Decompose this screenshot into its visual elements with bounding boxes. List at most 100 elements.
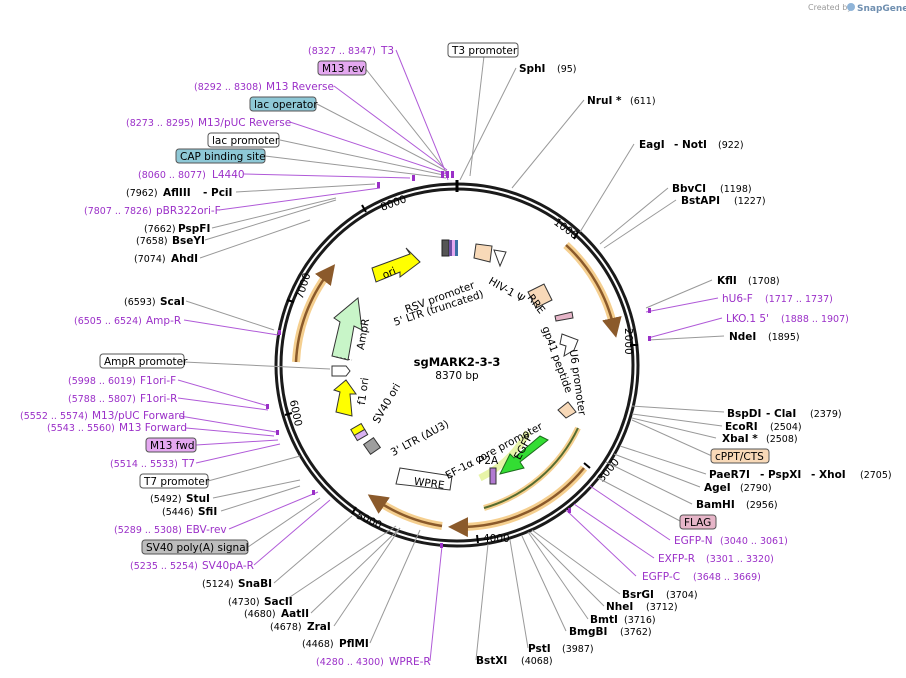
label-sfii-name[interactable]: SfiI bbox=[198, 506, 217, 518]
label-f1orir-name[interactable]: F1ori-R bbox=[140, 393, 177, 405]
label-xhoi-dash: - bbox=[811, 469, 815, 481]
label-flag-box[interactable] bbox=[679, 514, 717, 530]
label-sphi-name[interactable]: SphI bbox=[519, 63, 545, 75]
label-xbai-name[interactable]: XbaI * bbox=[722, 433, 758, 445]
label-bspdi-name[interactable]: BspDI bbox=[727, 408, 761, 420]
label-t3prom-box[interactable] bbox=[447, 42, 519, 58]
label-ampr-prom-box[interactable] bbox=[99, 353, 185, 369]
label-pbr322-pos: (7807 .. 7826) bbox=[84, 206, 152, 217]
label-lacop-box[interactable] bbox=[249, 96, 317, 112]
label-bmgbi-name[interactable]: BmgBI bbox=[569, 626, 607, 638]
label-bamhi-name[interactable]: BamHI bbox=[696, 499, 735, 511]
label-ampr-primer-name[interactable]: Amp-R bbox=[146, 315, 181, 327]
label-hu6f-name[interactable]: hU6-F bbox=[722, 293, 753, 305]
plasmid-length: 8370 bp bbox=[435, 370, 479, 382]
label-clai-name[interactable]: ClaI bbox=[774, 408, 796, 420]
label-pspfi-pos: (7662) bbox=[144, 224, 176, 235]
label-sacii-name[interactable]: SacII bbox=[264, 596, 293, 608]
label-f1orif-name[interactable]: F1ori-F bbox=[140, 375, 176, 387]
label-egfpc-pos: (3648 .. 3669) bbox=[693, 572, 761, 583]
feature-rre: RRE bbox=[525, 283, 553, 316]
label-exfpr-name[interactable]: EXFP-R bbox=[658, 553, 695, 565]
label-lacprom-box[interactable] bbox=[207, 132, 280, 148]
right-labels: T3 promoter SphI (95) NruI * (611) EagI … bbox=[447, 42, 892, 667]
label-scai-name[interactable]: ScaI bbox=[160, 296, 185, 308]
label-bseyi-name[interactable]: BseYI bbox=[172, 235, 205, 247]
label-pbr322-name[interactable]: pBR322ori-F bbox=[156, 205, 221, 217]
tick-label-5000: 5000 bbox=[354, 510, 383, 532]
label-m13forward-name[interactable]: M13 Forward bbox=[119, 422, 187, 434]
label-kfli-pos: (1708) bbox=[748, 276, 780, 287]
label-ecori-name[interactable]: EcoRI bbox=[725, 421, 758, 433]
label-xhoi-name[interactable]: XhoI bbox=[819, 469, 846, 481]
label-ndei-name[interactable]: NdeI bbox=[729, 331, 756, 343]
label-sv40pa-box[interactable] bbox=[141, 539, 249, 555]
label-pcii-name[interactable]: PciI bbox=[211, 187, 232, 199]
label-cppt-box[interactable] bbox=[710, 448, 770, 464]
label-bstapi-name[interactable]: BstAPI bbox=[681, 195, 720, 207]
label-wprer-name[interactable]: WPRE-R bbox=[389, 656, 431, 668]
label-bstxi-name[interactable]: BstXI bbox=[476, 655, 507, 667]
snapgene-logo: SnapGene bbox=[847, 3, 906, 14]
label-m13pucfwd-name[interactable]: M13/pUC Forward bbox=[92, 410, 185, 422]
label-egfpc-name[interactable]: EGFP-C bbox=[642, 571, 680, 583]
label-t7prom-box[interactable] bbox=[139, 473, 209, 489]
feature-sv40-ori-label: SV40 ori bbox=[371, 381, 404, 425]
label-stui-name[interactable]: StuI bbox=[186, 493, 210, 505]
label-bmti-name[interactable]: BmtI bbox=[590, 614, 618, 626]
feature-sv40-ori bbox=[350, 422, 382, 456]
label-sv40par-name[interactable]: SV40pA-R bbox=[202, 560, 254, 572]
label-nrui-name[interactable]: NruI * bbox=[587, 95, 622, 107]
label-pspfi-name[interactable]: PspFI bbox=[178, 223, 210, 235]
label-agei-name[interactable]: AgeI bbox=[704, 482, 731, 494]
feature-p2a: P2A bbox=[478, 455, 499, 485]
label-eagi-name[interactable]: EagI bbox=[639, 139, 665, 151]
label-stui-pos: (5492) bbox=[150, 494, 182, 505]
tick-marks bbox=[284, 204, 638, 544]
label-m13puc-name[interactable]: M13/pUC Reverse bbox=[198, 117, 291, 129]
label-t3-name[interactable]: T3 bbox=[380, 45, 394, 57]
label-m13reverse-name[interactable]: M13 Reverse bbox=[266, 81, 334, 93]
label-t7prom-name: T7 promoter bbox=[143, 476, 210, 488]
label-pflmi-name[interactable]: PflMI bbox=[339, 638, 369, 650]
label-noti-name[interactable]: NotI bbox=[682, 139, 707, 151]
label-afliii-name[interactable]: AflIII bbox=[163, 187, 191, 199]
label-paer7i-name[interactable]: PaeR7I bbox=[709, 469, 750, 481]
label-bbvci-name[interactable]: BbvCI bbox=[672, 183, 706, 195]
label-ahdi-pos: (7074) bbox=[134, 254, 166, 265]
label-scai-pos: (6593) bbox=[124, 297, 156, 308]
label-m13fwd-box[interactable] bbox=[145, 437, 197, 453]
tick-label-8000: 8000 bbox=[379, 193, 408, 213]
label-bmti-pos: (3716) bbox=[624, 615, 656, 626]
label-snabi-name[interactable]: SnaBI bbox=[238, 578, 272, 590]
label-zrai-name[interactable]: ZraI bbox=[307, 621, 331, 633]
label-nhei-name[interactable]: NheI bbox=[606, 601, 633, 613]
label-t7-name[interactable]: T7 bbox=[181, 458, 195, 470]
label-ebvrev-name[interactable]: EBV-rev bbox=[186, 524, 227, 536]
feature-p2a-label: P2A bbox=[478, 455, 499, 467]
label-aatii-name[interactable]: AatII bbox=[281, 608, 309, 620]
label-bmgbi-pos: (3762) bbox=[620, 627, 652, 638]
label-egfpn-name[interactable]: EGFP-N bbox=[674, 535, 713, 547]
feature-hiv-label: HIV-1 Ψ bbox=[486, 275, 526, 305]
left-labels: (8327 .. 8347) T3 M13 rev (8292 .. 8308)… bbox=[20, 45, 431, 668]
label-sacii-pos: (4730) bbox=[228, 597, 260, 608]
label-ahdi-name[interactable]: AhdI bbox=[171, 253, 198, 265]
label-kfli-name[interactable]: KflI bbox=[717, 275, 737, 287]
label-pspxi-name[interactable]: PspXI bbox=[768, 469, 801, 481]
label-f1orir-pos: (5788 .. 5807) bbox=[68, 394, 136, 405]
label-m13forward-pos: (5543 .. 5560) bbox=[47, 423, 115, 434]
label-l4440-name[interactable]: L4440 bbox=[212, 169, 245, 181]
label-f1orif-pos: (5998 .. 6019) bbox=[68, 376, 136, 387]
label-psti-name[interactable]: PstI bbox=[528, 643, 551, 655]
label-bstapi-pos: (1227) bbox=[734, 196, 766, 207]
label-m13rev-box[interactable] bbox=[317, 60, 367, 76]
label-cap-box[interactable] bbox=[175, 148, 266, 164]
label-lko-name[interactable]: LKO.1 5' bbox=[726, 313, 769, 325]
plasmid-name: sgMARK2-3-3 bbox=[414, 355, 501, 369]
label-bsrgi-name[interactable]: BsrGI bbox=[622, 589, 654, 601]
label-lacprom-name: lac promoter bbox=[212, 135, 280, 147]
label-sfii-pos: (5446) bbox=[162, 507, 194, 518]
label-bspdi-pos: (2379) bbox=[810, 409, 842, 420]
